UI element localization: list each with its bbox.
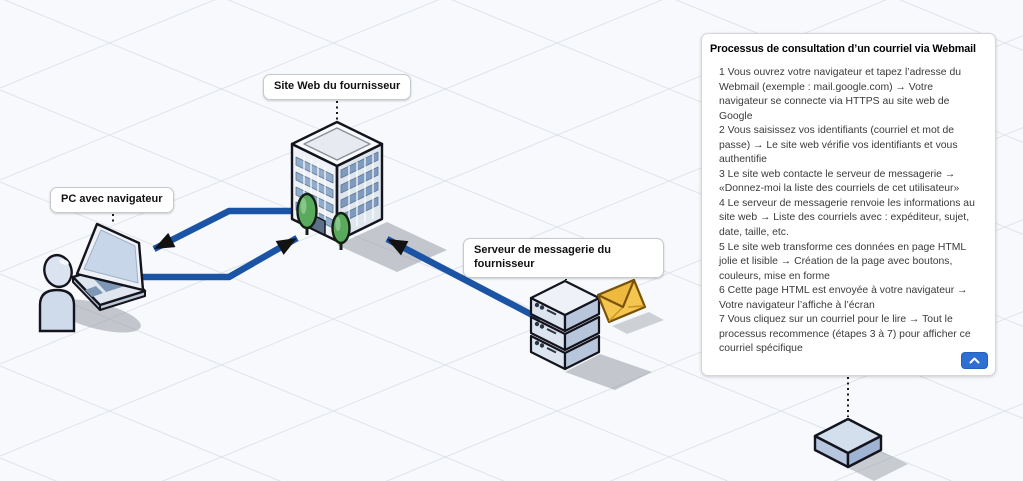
- flat-box-illustration: [813, 417, 883, 469]
- chevron-up-icon: [969, 357, 980, 364]
- label-pc-navigateur: PC avec navigateur: [50, 187, 174, 213]
- tree-icon: [296, 192, 318, 235]
- link-web-to-pc: [152, 207, 315, 252]
- link-mail-to-web: [385, 236, 542, 322]
- webmail-process-panel: Processus de consultation d’un courriel …: [701, 33, 996, 376]
- person-icon: [38, 253, 76, 333]
- laptop-illustration: [71, 222, 147, 311]
- server-stack-illustration: [529, 279, 601, 371]
- process-step: 3 Le site web contacte le serveur de mes…: [719, 168, 960, 195]
- process-step: 7 Vous cliquez sur un courriel pour le l…: [719, 314, 971, 355]
- tree-icon: [331, 211, 351, 250]
- process-step: 1 Vous ouvrez votre navigateur et tapez …: [719, 67, 962, 122]
- panel-title: Processus de consultation d’un courriel …: [710, 43, 976, 55]
- network-connectors: [142, 207, 542, 322]
- link-pc-to-web: [142, 235, 299, 281]
- label-site-web: Site Web du fournisseur: [263, 74, 412, 100]
- email-envelope-icon: [596, 278, 647, 324]
- process-steps: 1 Vous ouvrez votre navigateur et tapez …: [702, 55, 995, 357]
- process-step: 2 Vous saisissez vos identifiants (courr…: [719, 125, 958, 166]
- label-serveur-messagerie: Serveur de messagerie du fournisseur: [463, 238, 664, 278]
- process-step: 5 Le site web transforme ces données en …: [719, 241, 966, 282]
- process-step: 4 Le serveur de messagerie renvoie les i…: [719, 197, 975, 239]
- collapse-button[interactable]: [961, 352, 988, 369]
- process-step: 6 Cette page HTML est envoyée à votre na…: [719, 285, 968, 311]
